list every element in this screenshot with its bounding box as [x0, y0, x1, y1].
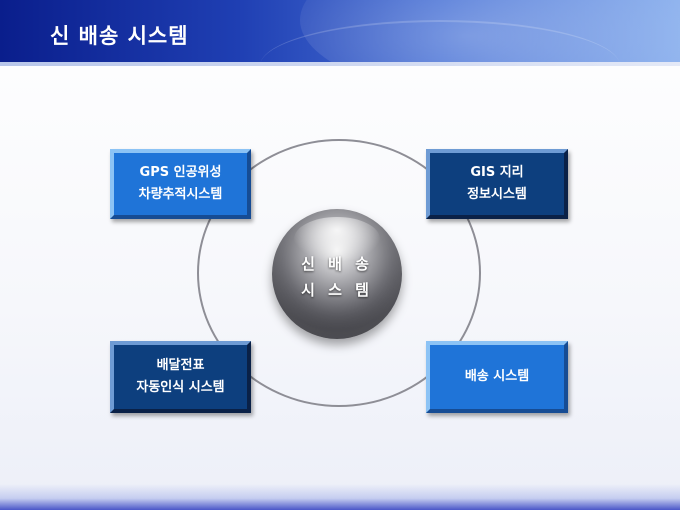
center-label-line1: 신 배 송: [301, 255, 373, 273]
center-sphere: 신 배 송 시 스 템: [272, 209, 402, 339]
bottom-bar: [0, 484, 680, 510]
box-delivery-slip: 배달전표 자동인식 시스템: [110, 341, 251, 413]
box-gis-line1: GIS 지리: [470, 165, 524, 180]
box-slip-line2: 자동인식 시스템: [136, 380, 225, 395]
title-bar: 신 배송 시스템: [0, 0, 680, 62]
cycle-ring: [197, 139, 481, 407]
center-label-line2: 시 스 템: [301, 281, 373, 299]
box-delivery-system: 배송 시스템: [426, 341, 568, 413]
title-divider: [0, 62, 680, 66]
box-gps-line1: GPS 인공위성: [139, 165, 222, 180]
box-delivery-line1: 배송 시스템: [464, 369, 530, 384]
box-gps-tracking: GPS 인공위성 차량추적시스템: [110, 149, 251, 219]
box-slip-line1: 배달전표: [156, 358, 205, 373]
box-gps-line2: 차량추적시스템: [138, 187, 223, 202]
title-bar-swoosh: [260, 20, 620, 62]
box-gis-info: GIS 지리 정보시스템: [426, 149, 568, 219]
slide-title: 신 배송 시스템: [50, 24, 189, 48]
box-gis-line2: 정보시스템: [467, 187, 527, 202]
